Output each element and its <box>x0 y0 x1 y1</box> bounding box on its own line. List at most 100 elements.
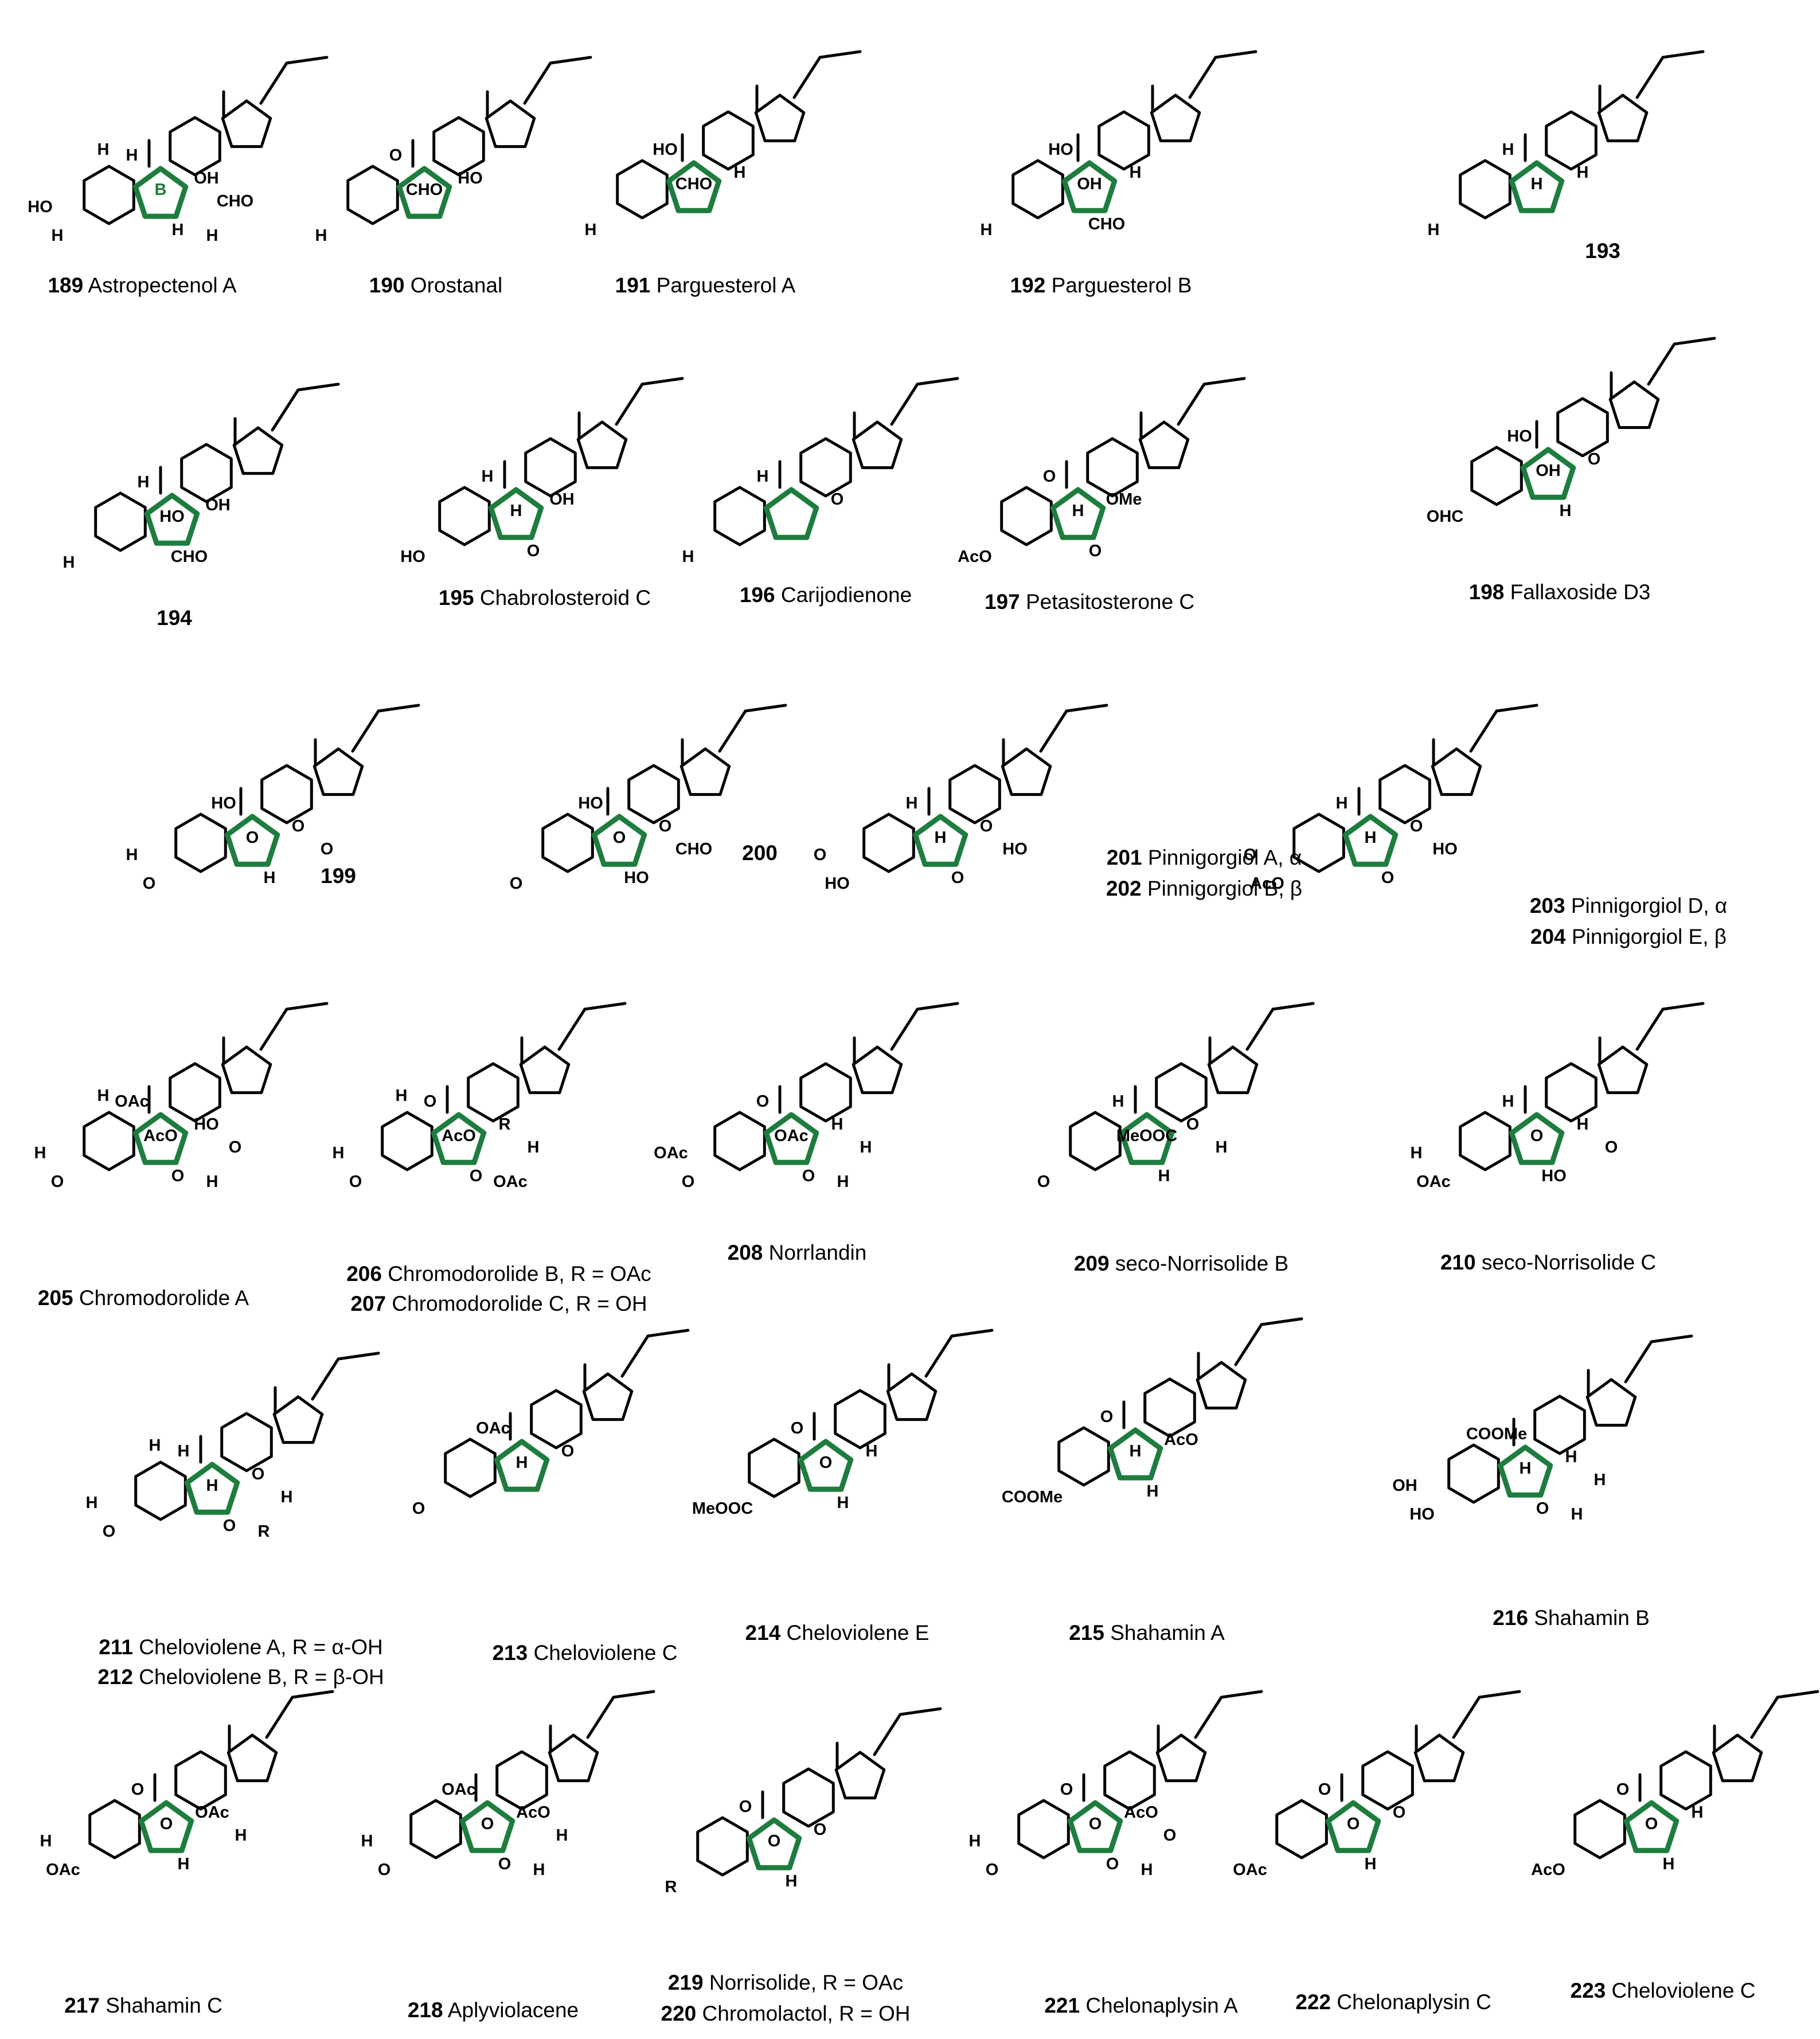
compound-caption: 200 <box>742 841 778 865</box>
atom-label: H <box>1158 1167 1170 1185</box>
five-ring-highlight <box>1067 1800 1123 1853</box>
five-ring <box>1413 1733 1465 1783</box>
five-ring-highlight <box>1050 487 1106 540</box>
compound-name: Chelonaplysin C <box>1331 1990 1491 2014</box>
compound-name: Astropectenol A <box>83 274 237 297</box>
bond <box>615 382 644 426</box>
bond <box>1452 1696 1481 1739</box>
bond <box>1750 1696 1779 1739</box>
atom-label: H <box>969 1832 981 1850</box>
compound-202: 202 Pinnigorgiol B, β <box>1106 877 1302 900</box>
six-ring <box>1017 1799 1070 1860</box>
bond <box>259 61 288 105</box>
atom-label: O <box>510 874 523 893</box>
five-ring <box>1597 93 1649 143</box>
six-ring <box>1545 1062 1598 1123</box>
atom-label: H <box>149 1436 161 1455</box>
six-ring <box>444 1438 497 1498</box>
compound-number: 216 <box>1493 1606 1528 1630</box>
five-ring <box>852 1045 903 1095</box>
compound-number: 195 <box>439 586 474 610</box>
compound-number: 207 <box>350 1292 386 1315</box>
atom-label: OHC <box>1427 507 1464 526</box>
six-ring <box>169 1062 221 1123</box>
bond <box>620 1334 650 1378</box>
atom-label: O <box>1037 1173 1050 1191</box>
six-ring <box>1573 1799 1626 1860</box>
atom-label: O <box>1163 1826 1177 1845</box>
six-ring <box>1011 159 1064 220</box>
five-ring-highlight <box>1509 160 1565 213</box>
five-ring-highlight <box>912 814 968 867</box>
atom-label: O <box>160 1815 173 1833</box>
six-ring <box>541 813 594 873</box>
atom-label: H <box>516 1454 528 1472</box>
six-ring <box>524 437 577 498</box>
compound-number: 190 <box>369 274 405 297</box>
five-ring <box>485 99 536 149</box>
atom-label: H <box>682 548 694 566</box>
five-ring-highlight <box>132 166 189 219</box>
bond <box>744 704 787 713</box>
compound-caption: 193 <box>1585 239 1620 263</box>
atom-label: HO <box>1048 140 1073 159</box>
bond <box>646 1329 690 1338</box>
six-ring <box>627 764 680 825</box>
six-ring <box>948 764 1001 825</box>
bond <box>337 1351 380 1361</box>
compound-caption: 203 Pinnigorgiol D, α <box>1530 894 1727 917</box>
five-ring <box>1431 747 1482 796</box>
six-ring <box>1545 110 1598 171</box>
five-ring-highlight <box>1325 1800 1381 1853</box>
atom-label: O <box>682 1173 695 1191</box>
bond <box>291 1690 334 1699</box>
bond <box>523 61 552 105</box>
atom-label: AcO <box>143 1127 178 1145</box>
atom-label: R <box>665 1878 677 1896</box>
compound-number: 203 <box>1530 894 1565 917</box>
atom-label: O <box>1043 467 1056 486</box>
atom-label: OAc <box>115 1092 149 1111</box>
compound-caption: 215 Shahamin A <box>1069 1621 1225 1645</box>
compound-name: seco-Norrisolide B <box>1110 1252 1289 1275</box>
compound-number: 198 <box>1469 580 1505 604</box>
atom-label: OAc <box>442 1780 476 1799</box>
atom-label: O <box>1393 1803 1406 1822</box>
atom-label: H <box>138 473 150 491</box>
atom-label: OAc <box>1233 1861 1267 1879</box>
atom-label: O <box>986 1861 999 1879</box>
atom-label: HO <box>1002 840 1028 858</box>
compound-number: 209 <box>1074 1252 1110 1275</box>
atom-label: H <box>235 1826 247 1845</box>
atom-label: O <box>659 817 672 835</box>
atom-label: O <box>814 846 827 864</box>
compound-caption: 219 Norrisolide, R = OAc <box>668 1971 903 1994</box>
five-ring <box>1150 93 1201 143</box>
compound-caption: 194 <box>157 606 192 630</box>
compound-caption: 210 seco-Norrisolide C <box>1440 1251 1656 1274</box>
atom-label: CHO <box>1088 215 1125 233</box>
five-ring-highlight <box>184 1462 240 1515</box>
bond <box>1478 1690 1521 1699</box>
six-ring <box>88 1799 141 1860</box>
five-ring <box>1608 380 1660 429</box>
atom-label: H <box>1428 221 1440 239</box>
compound-name: Chabrolosteroid C <box>474 586 651 610</box>
atom-label: O <box>131 1780 144 1799</box>
six-ring <box>713 1111 766 1171</box>
bond <box>818 50 862 59</box>
five-ring-highlight <box>1623 1800 1680 1853</box>
six-ring <box>409 1799 462 1860</box>
atom-label: H <box>1336 794 1348 813</box>
atom-label: AcO <box>516 1803 550 1822</box>
atom-label: H <box>1663 1855 1675 1873</box>
